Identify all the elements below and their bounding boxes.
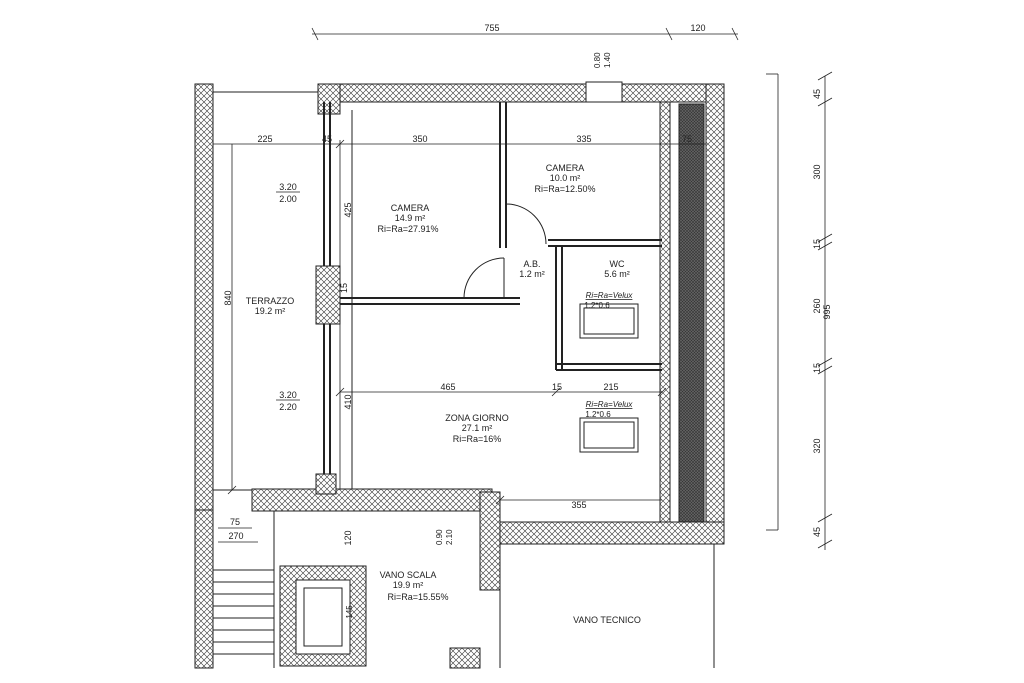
dim-right-15b: 15 xyxy=(812,363,822,373)
zona-giorno-area: 27.1 m² xyxy=(462,423,493,433)
ab-name: A.B. xyxy=(523,259,540,269)
dim-top-120: 120 xyxy=(690,23,705,33)
dim-row-45: 45 xyxy=(322,134,332,144)
camera2-area: 10.0 m² xyxy=(550,173,581,183)
dim-right-995: 995 xyxy=(822,304,832,319)
dim-840: 840 xyxy=(223,290,233,305)
dim-bot-270: 270 xyxy=(228,531,243,541)
dim-top-755: 755 xyxy=(484,23,499,33)
dim-right-300: 300 xyxy=(812,164,822,179)
dim-win1-320: 3.20 xyxy=(279,182,297,192)
dim-win2-320: 3.20 xyxy=(279,390,297,400)
dim-right-15a: 15 xyxy=(812,239,822,249)
room-labels: TERRAZZO 19.2 m² CAMERA 14.9 m² Ri=Ra=27… xyxy=(246,163,641,625)
dim-120: 120 xyxy=(343,530,353,545)
dimension-labels: 755 120 0.80 1.40 225 45 350 335 75 425 … xyxy=(223,23,832,619)
dim-door-210: 2.10 xyxy=(445,529,454,545)
zona-giorno-ratio: Ri=Ra=16% xyxy=(453,434,502,444)
dim-mid-215: 215 xyxy=(603,382,618,392)
wall-bottom-right xyxy=(491,521,725,545)
camera2-ratio: Ri=Ra=12.50% xyxy=(534,184,595,194)
dim-410: 410 xyxy=(343,394,353,409)
terrazzo-name: TERRAZZO xyxy=(246,296,295,306)
dimension-lines xyxy=(213,27,826,550)
inner-walls xyxy=(323,102,662,474)
terrazzo-area: 19.2 m² xyxy=(255,306,286,316)
camera1-area: 14.9 m² xyxy=(395,213,426,223)
dim-right-45b: 45 xyxy=(812,527,822,537)
dim-mid-15: 15 xyxy=(552,382,562,392)
dimension-ticks xyxy=(227,71,833,549)
zona-giorno-velux-size: 1.2*0.6 xyxy=(585,410,611,419)
camera2-name: CAMERA xyxy=(546,163,585,173)
vano-scala-ratio: Ri=Ra=15.55% xyxy=(387,592,448,602)
staircase xyxy=(213,511,715,668)
wall-stair-bottom-block xyxy=(449,647,481,669)
dim-bot-75: 75 xyxy=(230,517,240,527)
camera1-ratio: Ri=Ra=27.91% xyxy=(377,224,438,234)
wc-velux: Ri=Ra=Velux xyxy=(586,291,634,300)
dim-row-225: 225 xyxy=(257,134,272,144)
dim-bot-355: 355 xyxy=(571,500,586,510)
wall-top xyxy=(317,83,725,103)
pillar-middle xyxy=(315,265,341,325)
wall-wc-inner xyxy=(659,101,671,523)
wall-stair-left xyxy=(194,509,214,669)
door-swings xyxy=(463,203,547,299)
wc-name: WC xyxy=(610,259,625,269)
vano-scala-name: VANO SCALA xyxy=(380,570,437,580)
pillar-bottom xyxy=(315,473,337,495)
dim-row-335: 335 xyxy=(576,134,591,144)
wall-right xyxy=(705,83,725,525)
dim-right-320: 320 xyxy=(812,438,822,453)
dim-chimney-140: 1.40 xyxy=(603,52,612,68)
dim-door-090: 0.90 xyxy=(435,529,444,545)
insulation-strip xyxy=(678,103,705,523)
vano-tecnico-name: VANO TECNICO xyxy=(573,615,641,625)
vano-scala-area: 19.9 m² xyxy=(393,580,424,590)
zona-giorno-name: ZONA GIORNO xyxy=(445,413,509,423)
zona-giorno-velux: Ri=Ra=Velux xyxy=(586,400,634,409)
wall-bottom xyxy=(251,488,493,512)
wall-stair-right xyxy=(479,491,501,591)
dim-15: 15 xyxy=(339,283,349,293)
dim-chimney-080: 0.80 xyxy=(593,52,602,68)
chimney xyxy=(585,81,623,103)
dim-mid-465: 465 xyxy=(440,382,455,392)
dim-right-260: 260 xyxy=(812,298,822,313)
dim-stair-145: 145 xyxy=(345,605,354,619)
wc-velux-size: 1.2*0.6 xyxy=(584,301,610,310)
dim-row-350: 350 xyxy=(412,134,427,144)
dim-row-75: 75 xyxy=(682,134,692,144)
dim-425: 425 xyxy=(343,202,353,217)
camera1-name: CAMERA xyxy=(391,203,430,213)
dim-win1-200: 2.00 xyxy=(279,194,297,204)
dim-right-45a: 45 xyxy=(812,89,822,99)
ab-area: 1.2 m² xyxy=(519,269,545,279)
dim-win2-220: 2.20 xyxy=(279,402,297,412)
velux-windows xyxy=(579,303,639,453)
wc-area: 5.6 m² xyxy=(604,269,630,279)
